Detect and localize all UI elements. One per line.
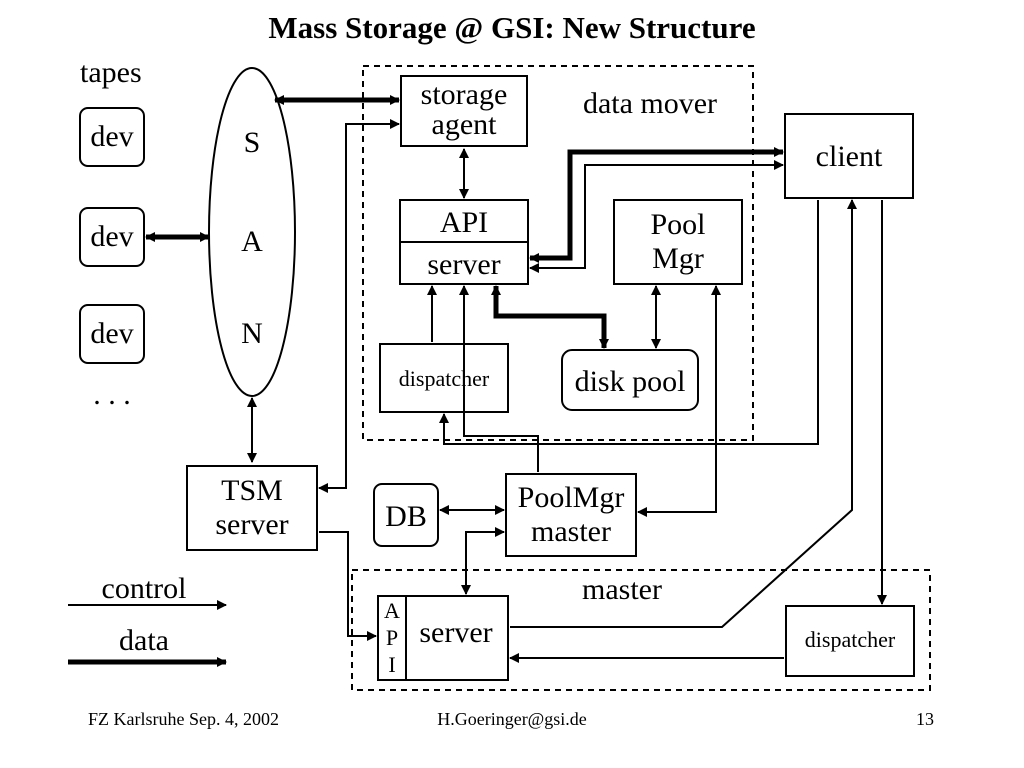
server-client-control-arrow xyxy=(529,160,784,273)
poolmgr-master-line2: master xyxy=(531,515,611,548)
master-dispatcher-label: dispatcher xyxy=(805,627,896,652)
server-diskpool-data-arrow xyxy=(491,285,609,349)
slide-title: Mass Storage @ GSI: New Structure xyxy=(268,10,755,45)
tape-device-3: dev xyxy=(79,304,145,364)
legend-data-label: data xyxy=(119,624,169,657)
client-dispatcher-arrow xyxy=(439,200,819,445)
poolmgr-master-server-arrow xyxy=(459,285,539,472)
tape-device-label: dev xyxy=(90,220,133,253)
tape-device-label: dev xyxy=(90,120,133,153)
master-api-letter-i: I xyxy=(388,652,395,677)
tsm-masterserver-arrow xyxy=(319,531,377,641)
dispatcher-box-mover: dispatcher xyxy=(379,343,509,413)
db-box: DB xyxy=(373,483,439,547)
footer-center: H.Goeringer@gsi.de xyxy=(437,709,587,729)
dispatcher-box-master: dispatcher xyxy=(785,605,915,677)
master-api-letter-a: A xyxy=(384,598,400,623)
san-letter-n: N xyxy=(241,317,263,350)
server-label: server xyxy=(427,248,500,281)
san-letter-s: S xyxy=(244,126,261,159)
footer-left: FZ Karlsruhe Sep. 4, 2002 xyxy=(88,709,279,729)
tapes-heading: tapes xyxy=(80,56,142,89)
poolmgr-master-link-arrow xyxy=(637,285,721,517)
storage-agent-line1: storage xyxy=(421,78,508,111)
tape-ellipsis: . . . xyxy=(93,378,131,411)
san-ellipse: S A N xyxy=(208,67,296,397)
san-letter-a: A xyxy=(241,225,263,258)
db-label: DB xyxy=(385,500,427,533)
poolmgr-master-line1: PoolMgr xyxy=(518,481,625,514)
master-region xyxy=(351,569,931,691)
poolmgr-master-box: PoolMgr master xyxy=(505,473,637,557)
legend-control-label: control xyxy=(102,572,187,605)
data-mover-label: data mover xyxy=(583,87,717,120)
client-label: client xyxy=(816,140,883,173)
master-api-letter-p: P xyxy=(386,625,398,650)
master-server-label: server xyxy=(419,616,492,649)
poolmgr-masterserver-arrow xyxy=(461,527,505,595)
footer-page: 13 xyxy=(916,709,934,729)
dispatcher-label: dispatcher xyxy=(399,366,490,391)
tape-device-2: dev xyxy=(79,207,145,267)
pool-mgr-line2: Mgr xyxy=(652,242,704,275)
disk-pool-box: disk pool xyxy=(561,349,699,411)
tsm-line2: server xyxy=(215,508,288,541)
api-label: API xyxy=(440,206,488,239)
tape-device-label: dev xyxy=(90,317,133,350)
api-server-box: API server xyxy=(399,199,529,285)
master-api-server-box: A P I server xyxy=(377,595,509,681)
master-label: master xyxy=(582,573,662,606)
tsm-agent-control-arrow xyxy=(318,119,400,493)
client-box: client xyxy=(784,113,914,199)
storage-agent-box: storage agent xyxy=(400,75,528,147)
tsm-server-box: TSM server xyxy=(186,465,318,551)
tape-device-1: dev xyxy=(79,107,145,167)
pool-mgr-box: Pool Mgr xyxy=(613,199,743,285)
storage-agent-line2: agent xyxy=(432,108,498,141)
disk-pool-label: disk pool xyxy=(575,365,686,398)
master-client-arrow xyxy=(510,199,857,628)
pool-mgr-line1: Pool xyxy=(650,208,705,241)
tsm-line1: TSM xyxy=(221,474,283,507)
